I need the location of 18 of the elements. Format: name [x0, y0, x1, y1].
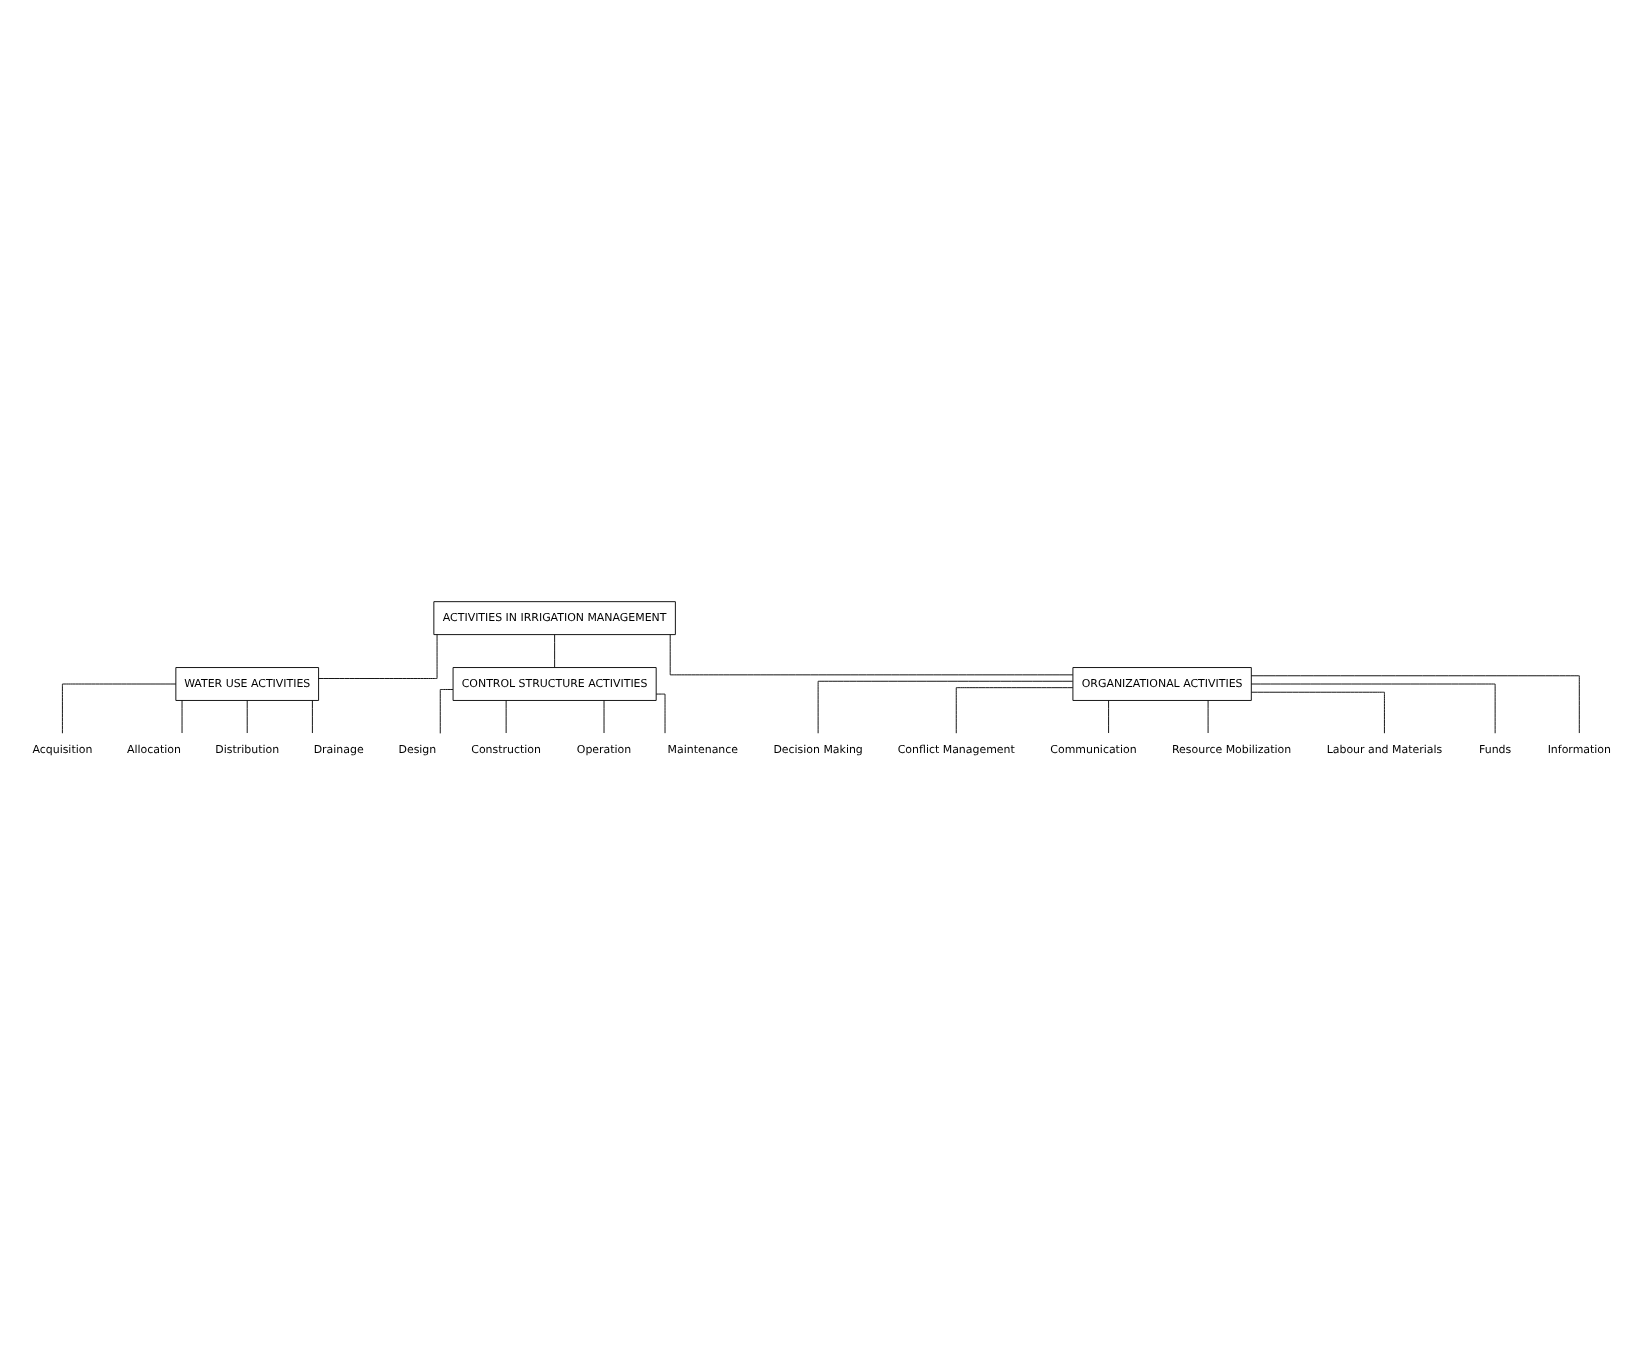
connector	[1108, 699, 1110, 733]
connector	[655, 692, 666, 733]
connector	[955, 686, 1074, 733]
connector	[1250, 674, 1580, 733]
connector	[246, 699, 248, 733]
connector	[554, 633, 556, 667]
connector	[1251, 690, 1385, 733]
connector	[669, 633, 1074, 675]
connector	[439, 688, 454, 733]
connector	[311, 699, 313, 733]
connector	[318, 633, 438, 678]
connector	[603, 699, 605, 733]
connector	[181, 699, 183, 733]
connector	[505, 699, 507, 733]
connector	[817, 679, 1074, 733]
connector	[61, 682, 177, 733]
connector	[1250, 682, 1496, 733]
connector	[1207, 699, 1209, 733]
